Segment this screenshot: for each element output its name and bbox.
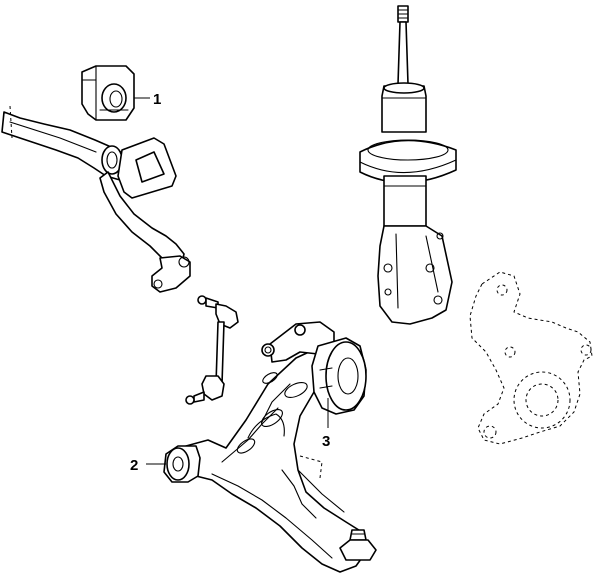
- stabilizer-bar-bushing: [81, 65, 135, 121]
- callout-1-label: 1: [153, 91, 161, 108]
- lower-arm-front-bushing: [163, 445, 201, 483]
- stabilizer-bracket: [117, 137, 177, 199]
- callout-3-label: 3: [322, 433, 330, 450]
- lower-arm-rear-bushing: [311, 337, 367, 415]
- stabilizer-bar: [1, 105, 191, 293]
- steering-knuckle: [469, 271, 593, 445]
- ball-joint: [339, 529, 377, 561]
- strut-assembly: [359, 5, 457, 325]
- lower-arm: [181, 321, 367, 573]
- stabilizer-link: [185, 295, 239, 405]
- callout-2-label: 2: [130, 457, 138, 474]
